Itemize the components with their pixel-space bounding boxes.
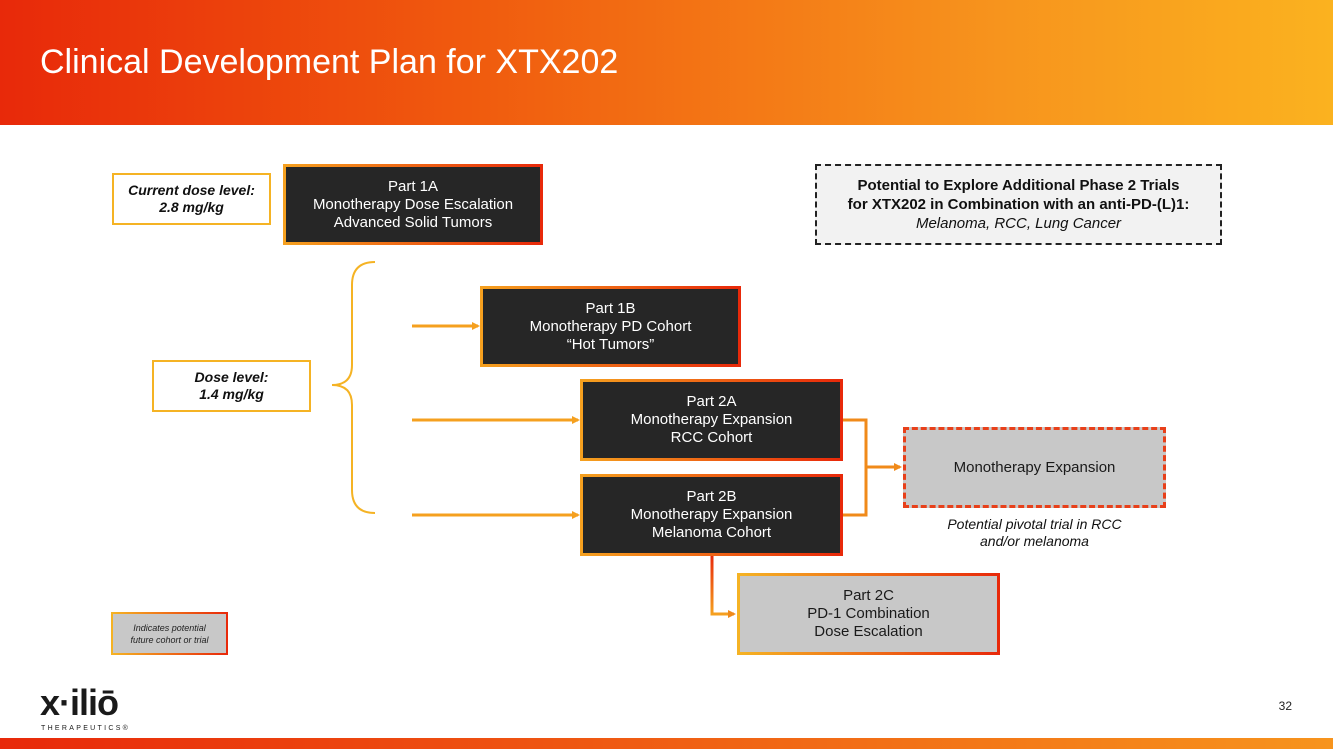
part-2b-box: Part 2B Monotherapy Expansion Melanoma C… xyxy=(580,474,843,556)
arrow-to-part2c xyxy=(710,555,736,618)
logo-wordmark: x·iliō xyxy=(40,682,119,723)
header-banner xyxy=(0,0,1333,125)
dose-brace xyxy=(331,261,376,514)
current-dose-note: Current dose level: 2.8 mg/kg xyxy=(112,173,271,225)
logo-subtitle: THERAPEUTICS® xyxy=(41,725,131,732)
pivotal-caption: Potential pivotal trial in RCC and/or me… xyxy=(947,516,1122,549)
phase2-callout: Potential to Explore Additional Phase 2 … xyxy=(815,164,1222,245)
xilio-logo: x·iliō THERAPEUTICS® xyxy=(40,683,150,735)
part-2a-box: Part 2A Monotherapy Expansion RCC Cohort xyxy=(580,379,843,461)
merge-line xyxy=(842,418,868,517)
page-title: Clinical Development Plan for XTX202 xyxy=(40,43,619,81)
part-1a-box: Part 1A Monotherapy Dose Escalation Adva… xyxy=(283,164,543,245)
legend-future-cohort: Indicates potential future cohort or tri… xyxy=(111,612,228,655)
footer-bar xyxy=(0,738,1333,749)
mono-expansion-box: Monotherapy Expansion xyxy=(903,427,1166,508)
dose-level-note: Dose level: 1.4 mg/kg xyxy=(152,360,311,412)
part-2c-box: Part 2C PD-1 Combination Dose Escalation xyxy=(737,573,1000,655)
part-1b-box: Part 1B Monotherapy PD Cohort “Hot Tumor… xyxy=(480,286,741,367)
page-number: 32 xyxy=(1278,699,1292,713)
